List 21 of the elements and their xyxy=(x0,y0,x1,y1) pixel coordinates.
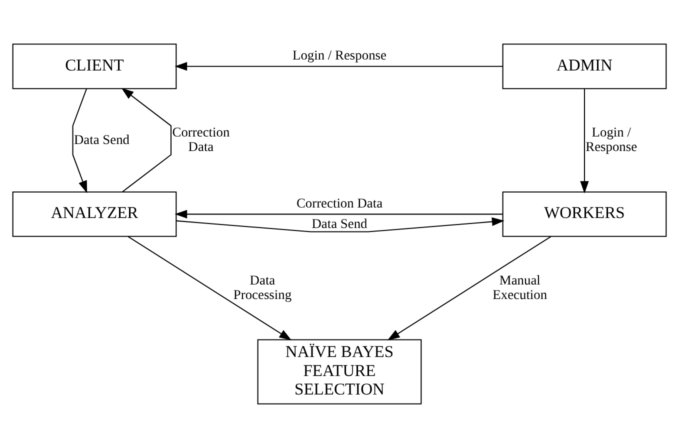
edge-label: Login / Response xyxy=(292,47,386,62)
node-box: CLIENT xyxy=(12,43,177,89)
arrow xyxy=(174,62,503,70)
edge-label: Data Send xyxy=(312,216,368,231)
node-box: ADMIN xyxy=(502,43,667,89)
node-box: ANALYZER xyxy=(12,190,177,236)
arrow xyxy=(387,236,552,340)
arrow xyxy=(174,209,503,218)
edge-label: Data Processing xyxy=(233,272,292,302)
arrow xyxy=(128,236,292,340)
arrow xyxy=(176,216,504,232)
arrow xyxy=(72,88,88,193)
edge-label: Manual Execution xyxy=(492,272,548,302)
node-box: NAÏVE BAYES FEATURE SELECTION xyxy=(257,338,422,404)
edge-label: Data Send xyxy=(74,131,130,146)
edge-label: Correction Data xyxy=(172,124,230,154)
node-box: WORKERS xyxy=(502,190,667,236)
arrow xyxy=(121,87,172,192)
edge-label: Correction Data xyxy=(296,194,383,210)
arrow xyxy=(580,88,589,193)
edge-label: Login / Response xyxy=(586,124,638,154)
